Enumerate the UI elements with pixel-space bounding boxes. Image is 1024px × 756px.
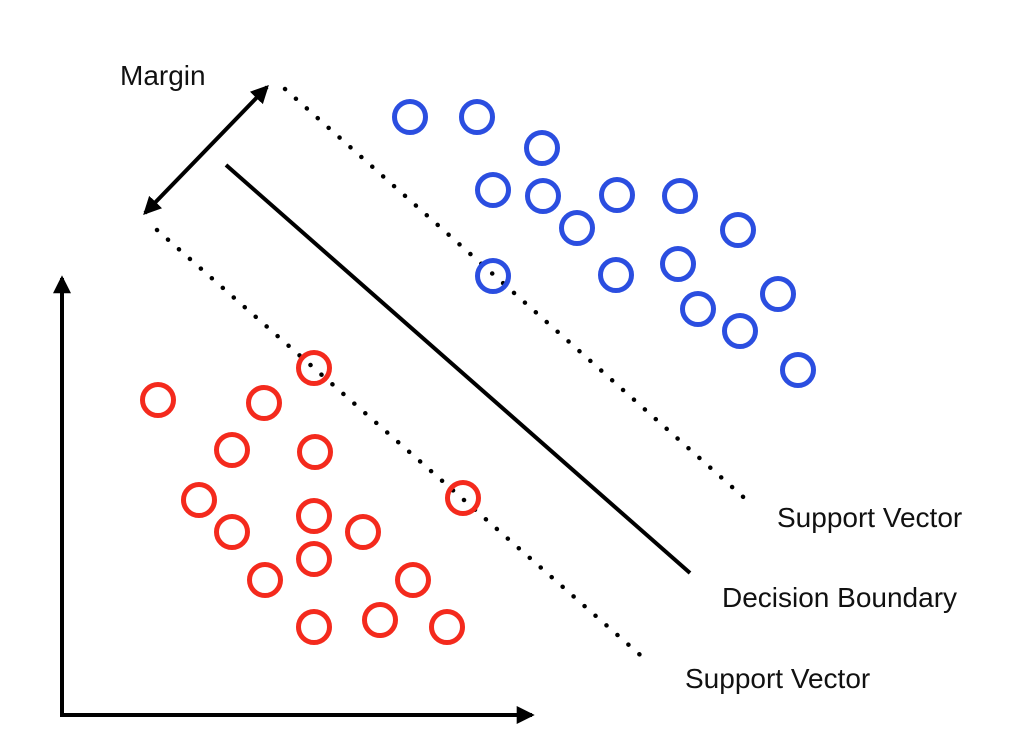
red-point [297,434,333,470]
margin-arrow [143,85,269,215]
red-point [181,482,217,518]
red-point [296,609,332,645]
support-vector-lower-label: Support Vector [685,663,871,694]
red-point [445,480,481,516]
axes [53,275,535,724]
blue-point [525,178,561,214]
blue-point [599,177,635,213]
support-vector-upper-label: Support Vector [777,502,963,533]
blue-point [524,130,560,166]
margin-label: Margin [120,60,206,91]
red-point [247,562,283,598]
blue-point [760,276,796,312]
decision-boundary-label: Decision Boundary [722,582,958,613]
blue-point [722,313,758,349]
red-point [246,385,282,421]
red-point [362,602,398,638]
red-point [214,514,250,550]
blue-point [680,291,716,327]
red-point [395,562,431,598]
blue-point [598,257,634,293]
blue-point [559,210,595,246]
red-point [429,609,465,645]
blue-point [660,246,696,282]
red-point [296,350,332,386]
blue-point [392,99,428,135]
blue-point [459,99,495,135]
red-point [345,514,381,550]
support-vector-line-lower [154,227,650,664]
red-point [140,382,176,418]
blue-point [720,212,756,248]
blue-point [475,172,511,208]
support-vector-line-upper [282,86,753,506]
blue-point [475,258,511,294]
red-point [296,541,332,577]
red-point [214,432,250,468]
blue-point [780,352,816,388]
blue-point [662,178,698,214]
red-point [296,498,332,534]
